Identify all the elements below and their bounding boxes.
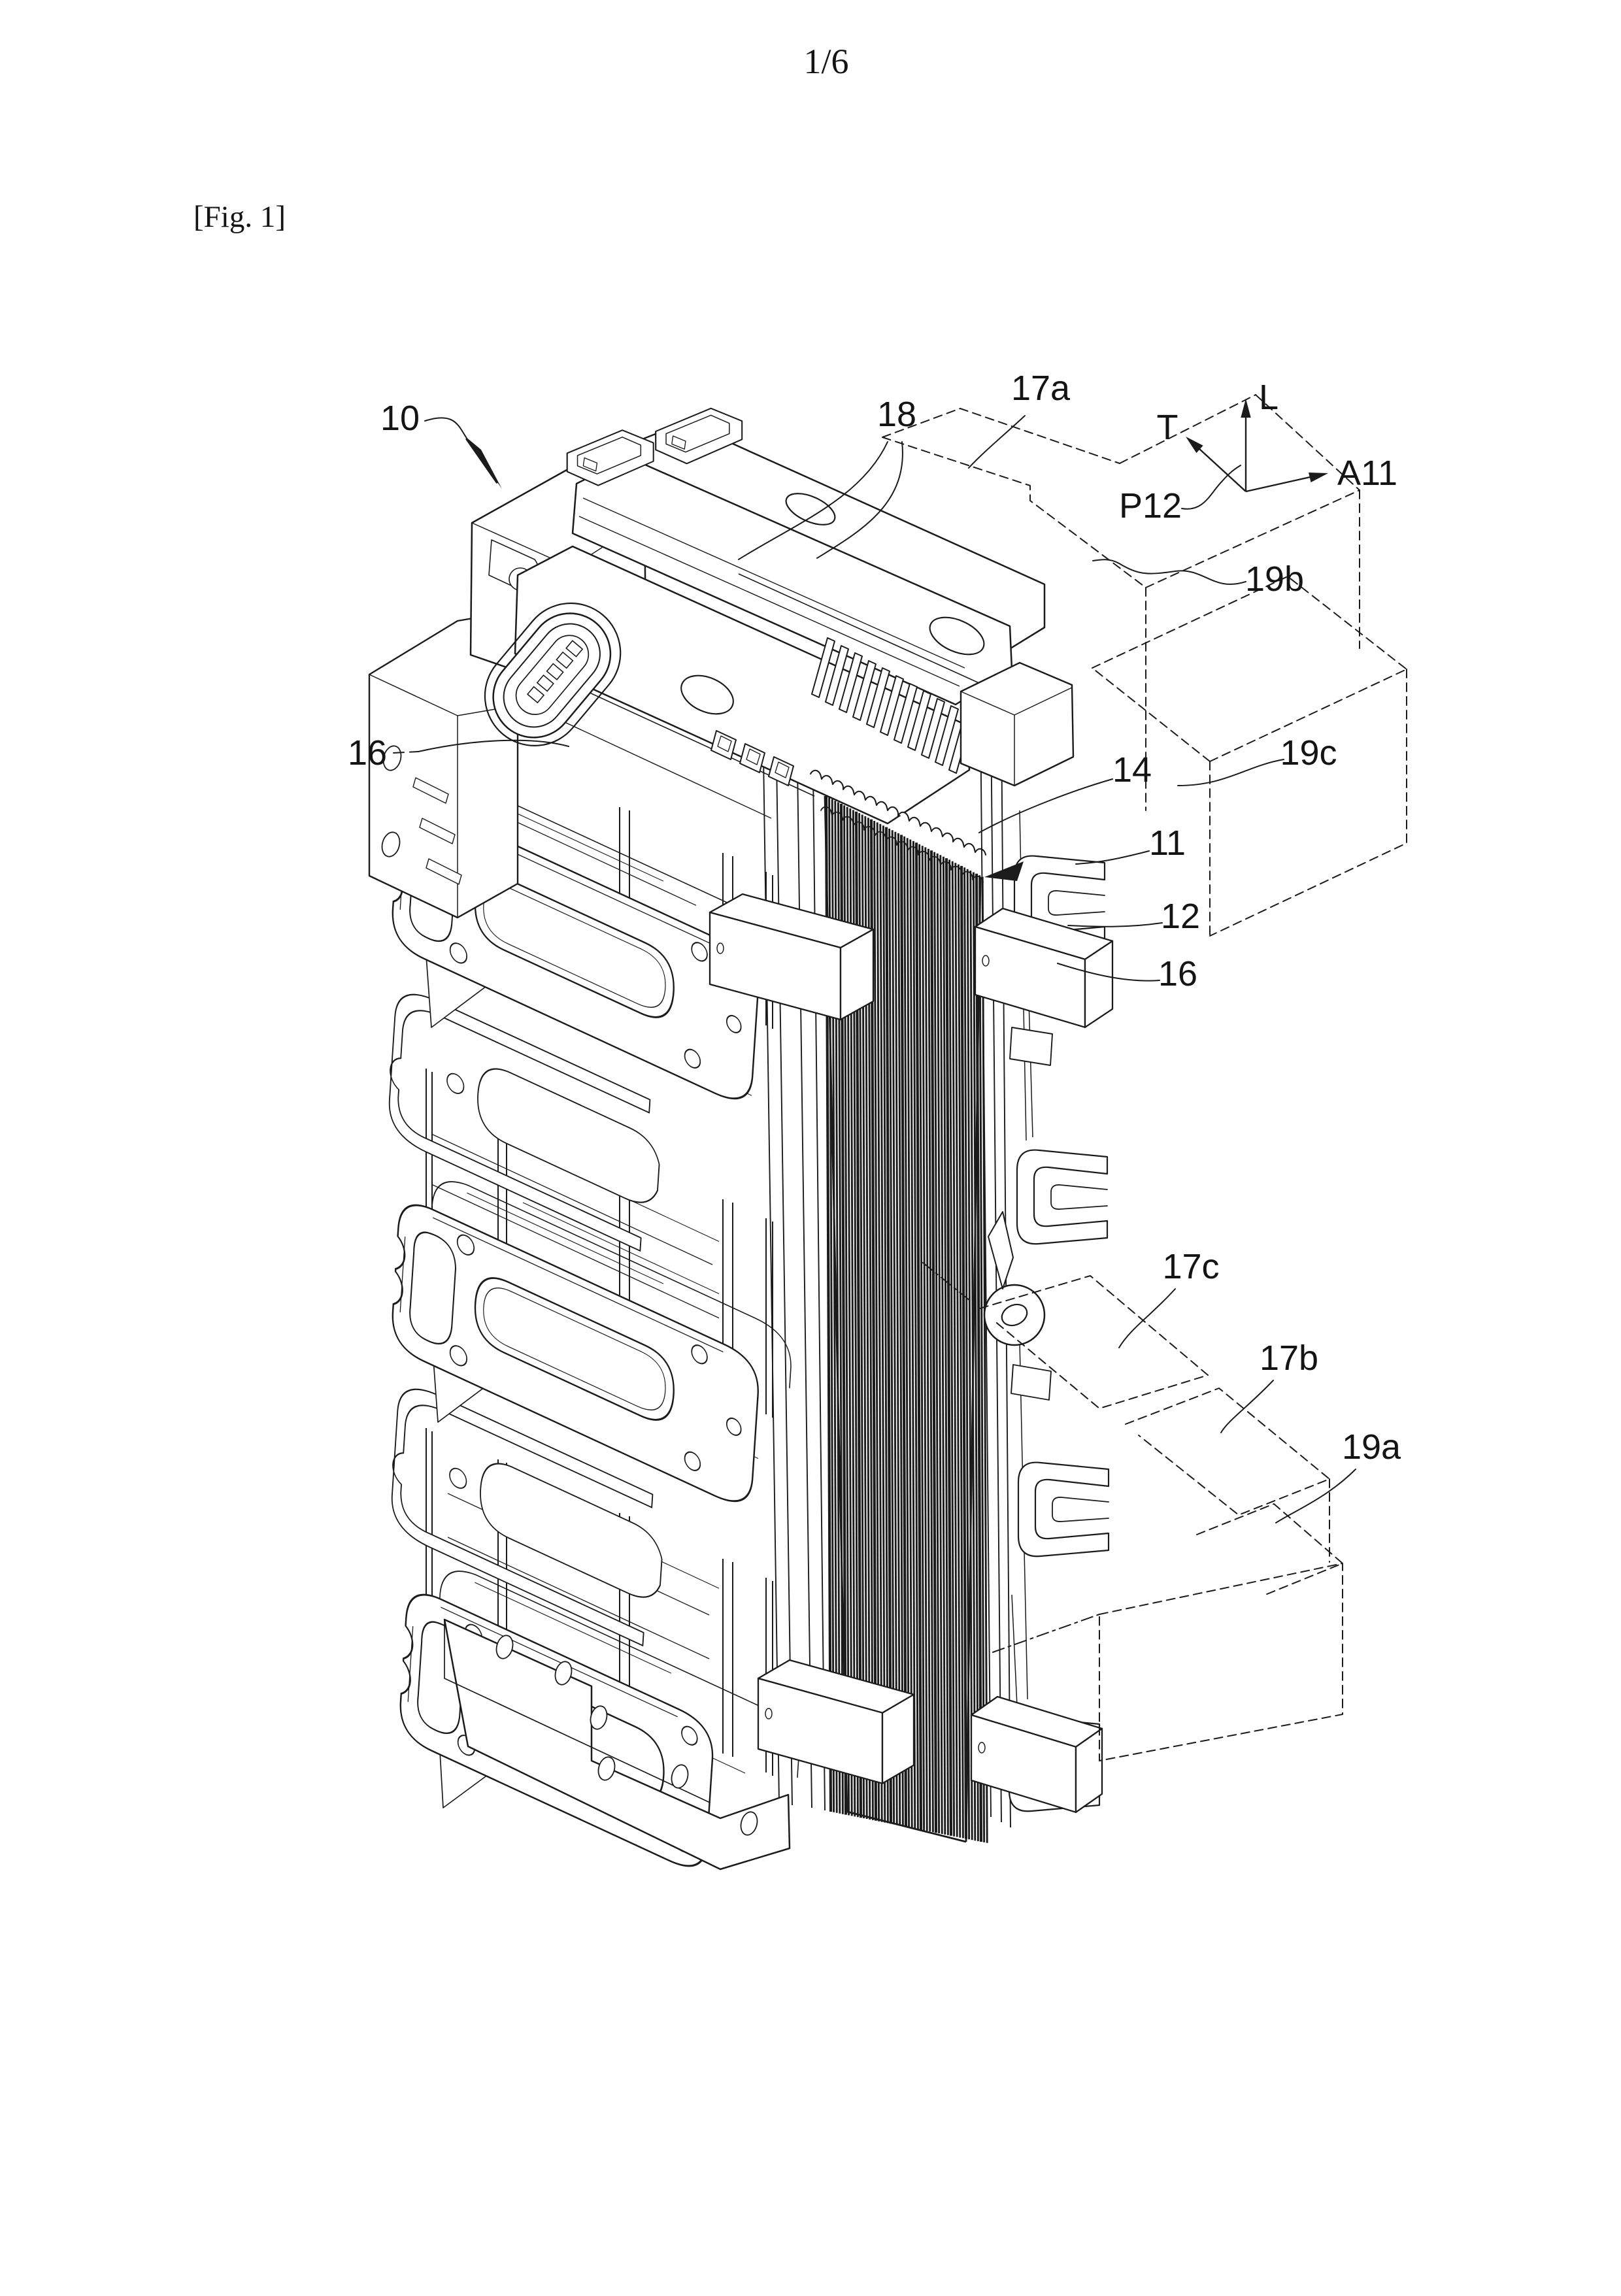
- svg-text:18: 18: [877, 395, 916, 434]
- svg-text:17c: 17c: [1162, 1247, 1219, 1286]
- svg-text:1/6: 1/6: [803, 42, 848, 81]
- svg-text:17a: 17a: [1011, 369, 1071, 408]
- svg-text:19c: 19c: [1280, 733, 1337, 773]
- svg-text:16: 16: [348, 733, 387, 773]
- svg-text:A11: A11: [1337, 454, 1397, 493]
- svg-text:11: 11: [1149, 824, 1186, 863]
- svg-text:[Fig. 1]: [Fig. 1]: [193, 200, 286, 234]
- svg-text:14: 14: [1112, 750, 1152, 790]
- svg-text:19a: 19a: [1342, 1427, 1401, 1467]
- svg-text:P12: P12: [1119, 486, 1182, 525]
- svg-text:16: 16: [1158, 954, 1197, 993]
- svg-text:L: L: [1259, 378, 1278, 417]
- svg-text:17b: 17b: [1260, 1339, 1318, 1378]
- svg-text:10: 10: [380, 399, 420, 438]
- svg-text:T: T: [1157, 408, 1178, 447]
- svg-text:12: 12: [1161, 897, 1200, 936]
- svg-text:19b: 19b: [1245, 559, 1304, 599]
